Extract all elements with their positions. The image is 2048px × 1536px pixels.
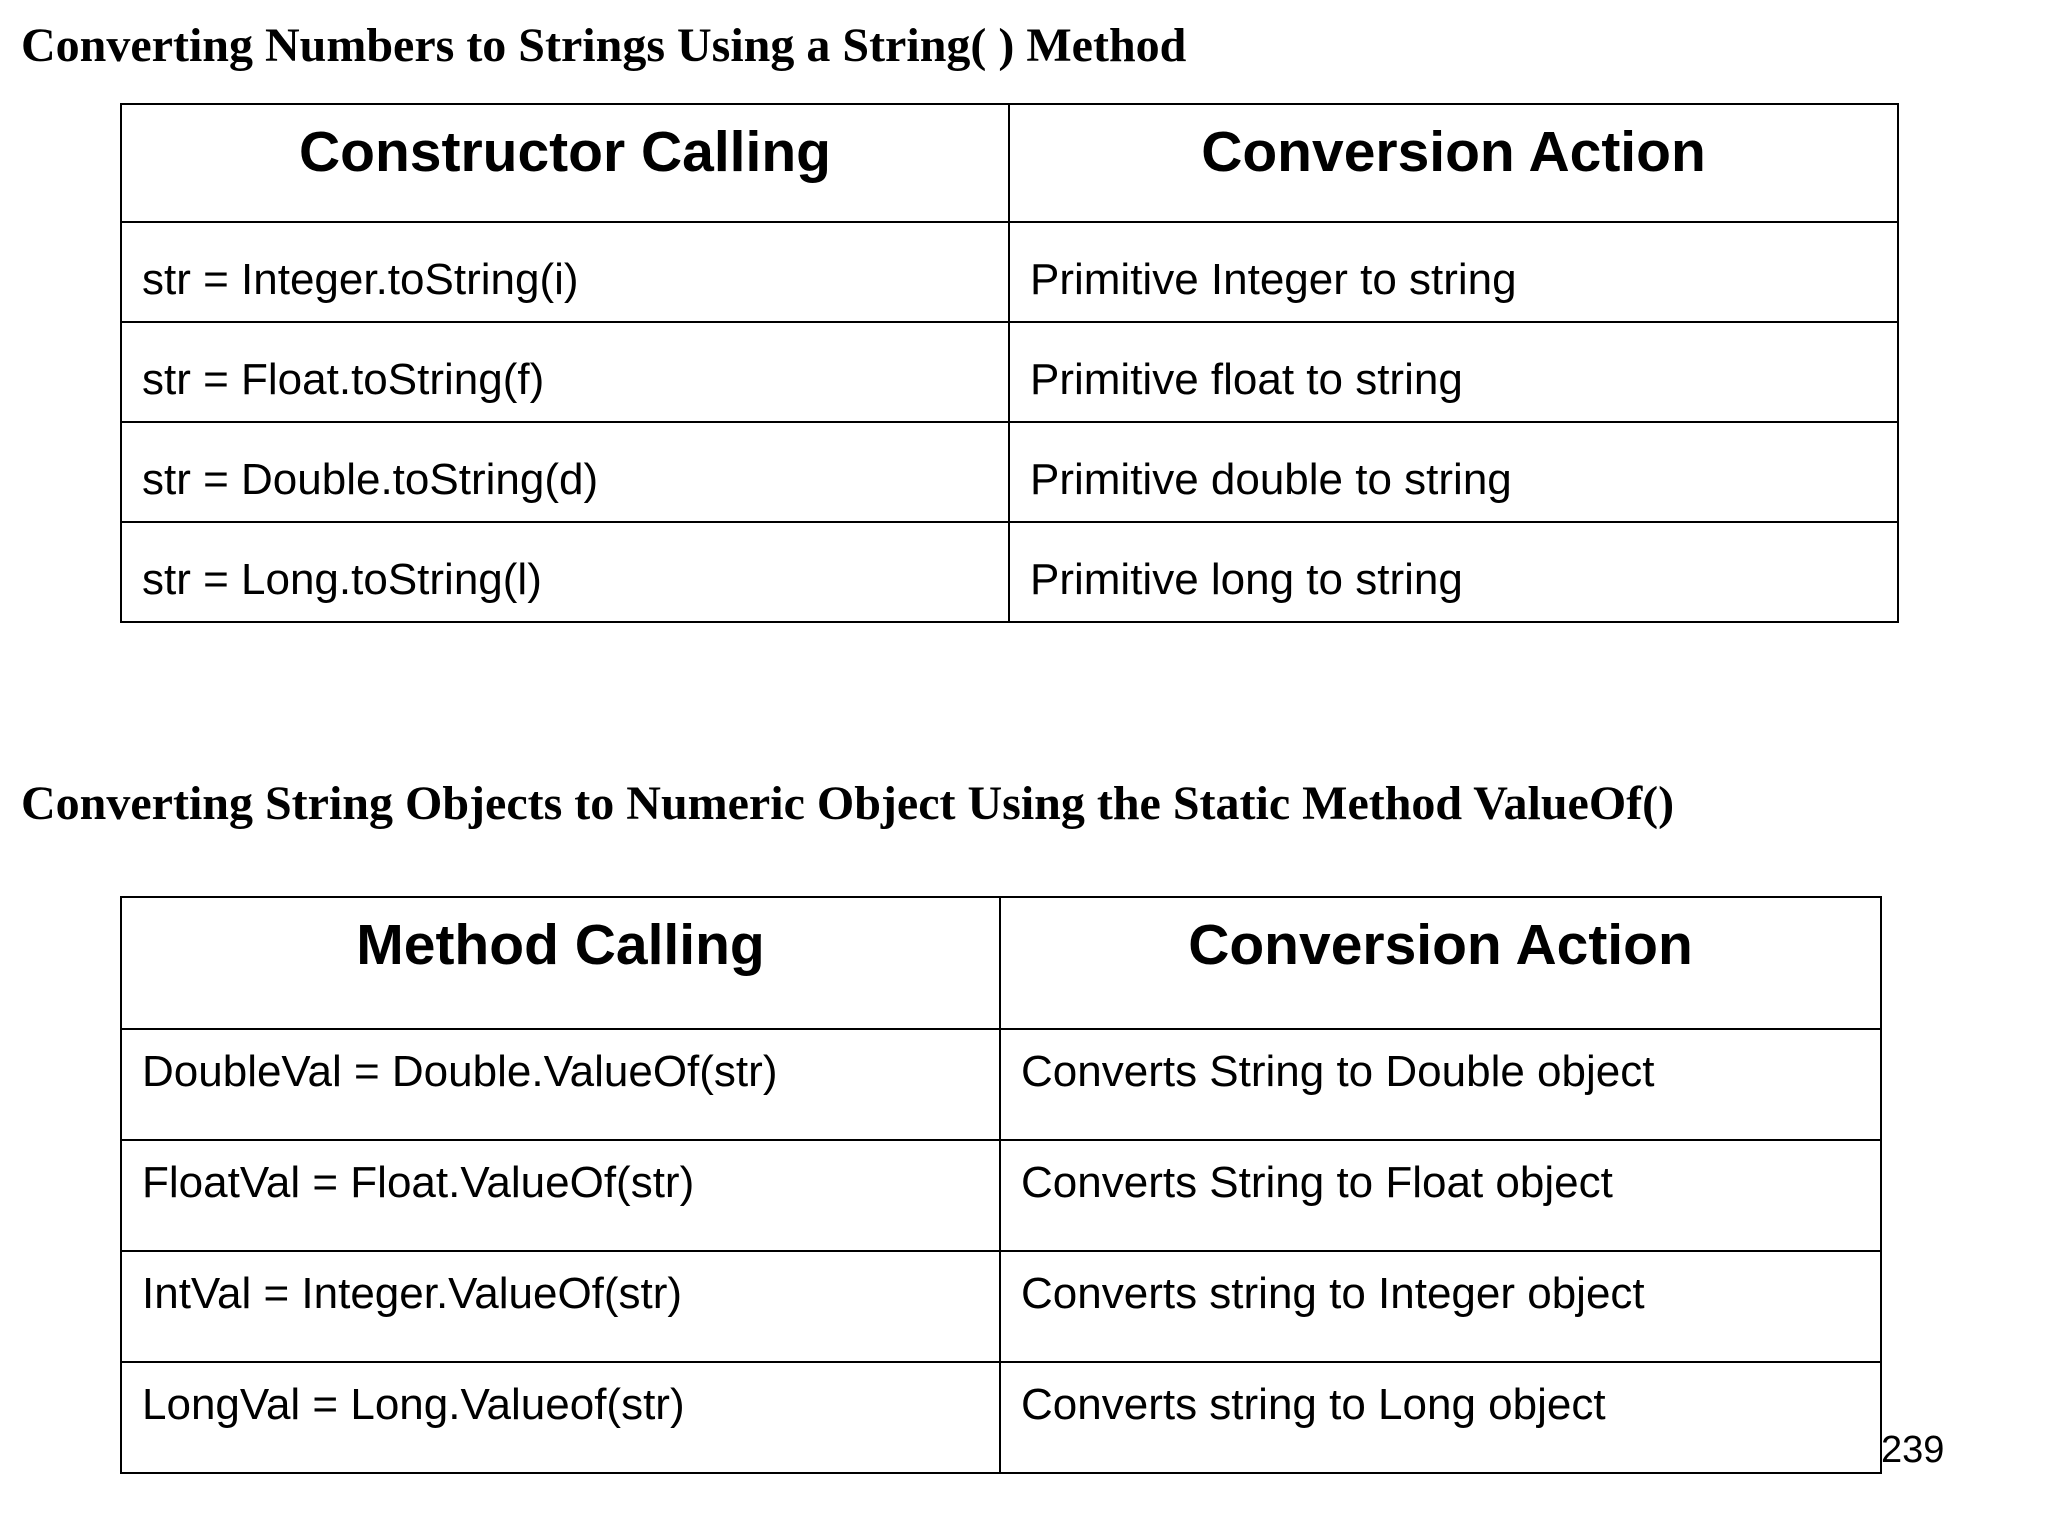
- table-row: str = Long.toString(l) Primitive long to…: [120, 521, 1899, 623]
- table-row: IntVal = Integer.ValueOf(str) Converts s…: [120, 1250, 1882, 1363]
- table-row: DoubleVal = Double.ValueOf(str) Converts…: [120, 1028, 1882, 1141]
- section-title-number-to-string: Converting Numbers to Strings Using a St…: [21, 19, 1187, 72]
- action-cell: Converts string to Integer object: [999, 1250, 1882, 1363]
- action-cell: Primitive Integer to string: [1008, 221, 1899, 323]
- call-cell: str = Long.toString(l): [120, 521, 1010, 623]
- section-title-string-to-numeric: Converting String Objects to Numeric Obj…: [21, 777, 1675, 830]
- action-cell: Primitive float to string: [1008, 321, 1899, 423]
- table-row: str = Float.toString(f) Primitive float …: [120, 321, 1899, 423]
- column-header-method-calling: Method Calling: [120, 896, 1001, 1030]
- call-cell: LongVal = Long.Valueof(str): [120, 1361, 1001, 1474]
- column-header-conversion-action: Conversion Action: [999, 896, 1882, 1030]
- action-cell: Converts String to Float object: [999, 1139, 1882, 1252]
- column-header-conversion-action: Conversion Action: [1008, 103, 1899, 223]
- page-number: 239: [1881, 1429, 1945, 1471]
- action-cell: Converts string to Long object: [999, 1361, 1882, 1474]
- action-cell: Primitive long to string: [1008, 521, 1899, 623]
- action-cell: Primitive double to string: [1008, 421, 1899, 523]
- column-header-constructor-calling: Constructor Calling: [120, 103, 1010, 223]
- table-row: FloatVal = Float.ValueOf(str) Converts S…: [120, 1139, 1882, 1252]
- call-cell: DoubleVal = Double.ValueOf(str): [120, 1028, 1001, 1141]
- action-cell: Converts String to Double object: [999, 1028, 1882, 1141]
- call-cell: IntVal = Integer.ValueOf(str): [120, 1250, 1001, 1363]
- table-row: str = Integer.toString(i) Primitive Inte…: [120, 221, 1899, 323]
- call-cell: str = Double.toString(d): [120, 421, 1010, 523]
- number-to-string-table: Constructor Calling Conversion Action st…: [120, 103, 1899, 623]
- table-header-row: Method Calling Conversion Action: [120, 896, 1882, 1030]
- call-cell: str = Integer.toString(i): [120, 221, 1010, 323]
- string-to-numeric-table: Method Calling Conversion Action DoubleV…: [120, 896, 1882, 1474]
- call-cell: FloatVal = Float.ValueOf(str): [120, 1139, 1001, 1252]
- table-header-row: Constructor Calling Conversion Action: [120, 103, 1899, 223]
- call-cell: str = Float.toString(f): [120, 321, 1010, 423]
- table-row: str = Double.toString(d) Primitive doubl…: [120, 421, 1899, 523]
- table-row: LongVal = Long.Valueof(str) Converts str…: [120, 1361, 1882, 1474]
